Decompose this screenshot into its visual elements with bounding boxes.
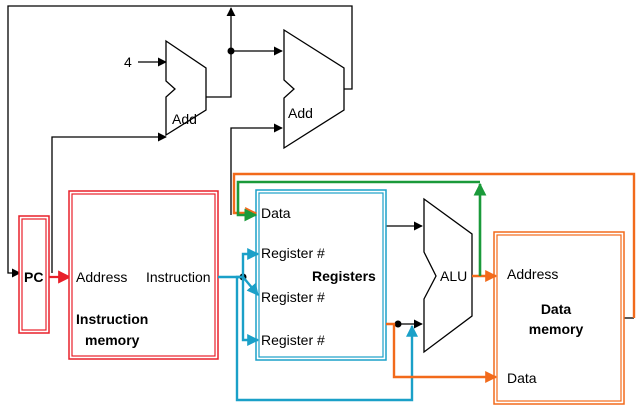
- adder-2-label: Add: [288, 105, 313, 121]
- dmem-title-line1: Data: [541, 301, 572, 317]
- adder-1: [165, 39, 207, 137]
- imem-instruction-label: Instruction: [146, 269, 211, 285]
- adder-1-label: Add: [172, 111, 197, 127]
- imem-title-line1: Instruction: [76, 311, 148, 327]
- instruction-memory: [68, 190, 219, 360]
- dmem-title-line2: memory: [529, 321, 584, 337]
- data-memory: [493, 231, 625, 405]
- reg-register2-label: Register #: [261, 289, 325, 305]
- reg-register1-label: Register #: [261, 245, 325, 261]
- registers-title: Registers: [312, 268, 376, 284]
- alu: [423, 197, 473, 354]
- imem-title-line2: memory: [85, 332, 140, 348]
- register-file: [255, 189, 387, 361]
- reg-register3-label: Register #: [261, 332, 325, 348]
- blue-wires: [218, 248, 418, 402]
- green-wire: [236, 180, 487, 276]
- reg-data-label: Data: [261, 205, 291, 221]
- imem-address-label: Address: [76, 269, 127, 285]
- alu-label: ALU: [440, 268, 467, 284]
- adder-2: [283, 28, 345, 150]
- pc-register: [18, 215, 50, 334]
- constant-four-label: 4: [124, 54, 132, 70]
- dmem-data-label: Data: [507, 370, 537, 386]
- pc-label: PC: [24, 269, 43, 285]
- dmem-address-label: Address: [507, 266, 558, 282]
- orange-wires: [232, 172, 636, 383]
